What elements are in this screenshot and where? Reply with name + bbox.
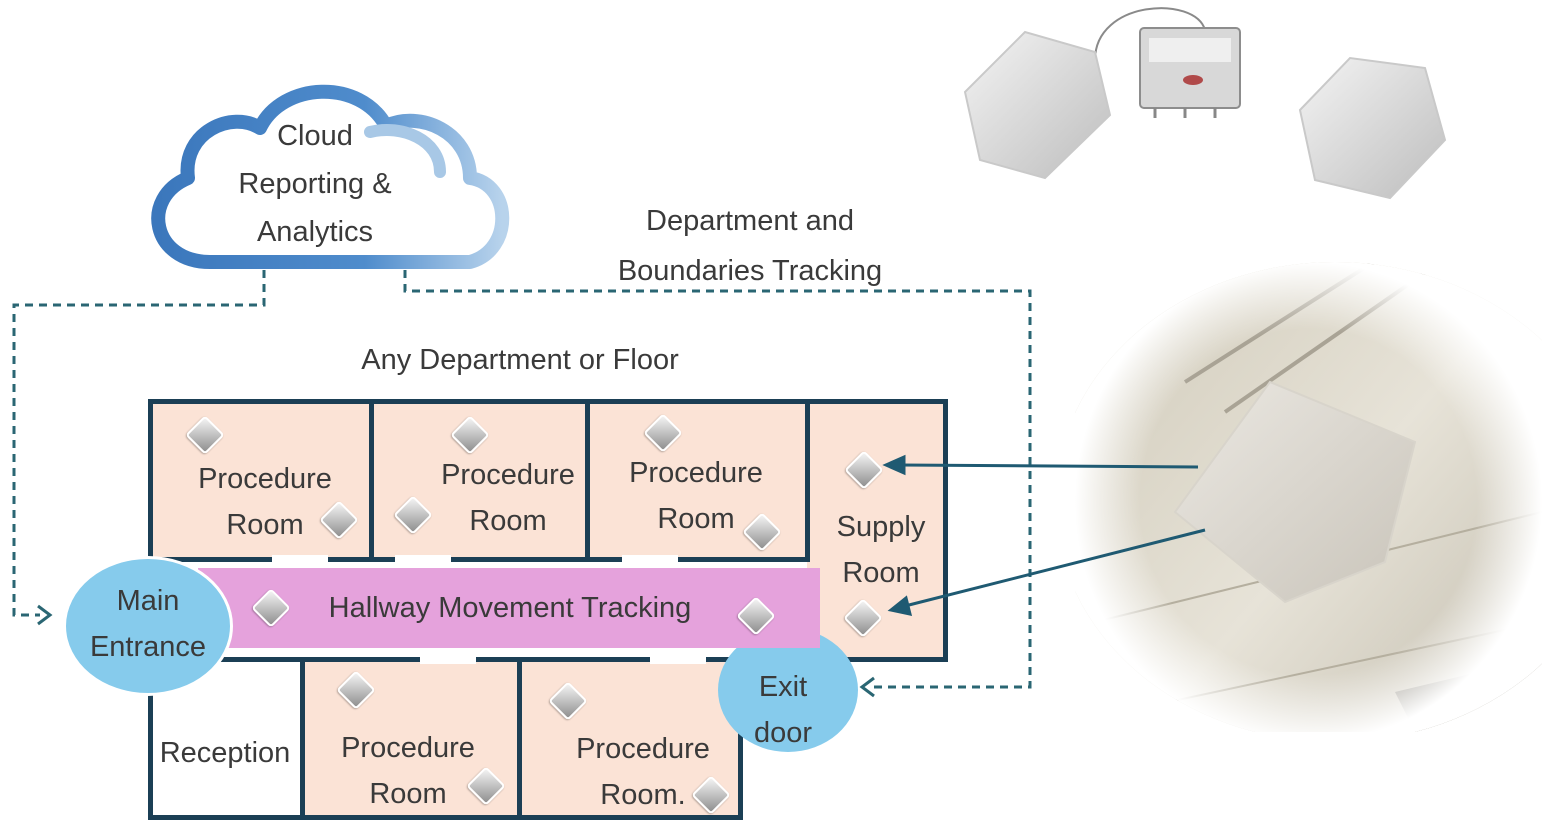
- arrowhead: [887, 595, 913, 616]
- room-label-line: Room: [226, 509, 304, 541]
- main-entrance-label: Main Entrance: [68, 578, 228, 670]
- wall: [148, 399, 153, 562]
- room-label-line: Procedure: [441, 459, 575, 491]
- room-label-line: Supply: [836, 511, 926, 543]
- room-label-bottom-1: Procedure Room: [318, 725, 498, 817]
- room-label-line: Procedure: [629, 457, 763, 489]
- wall: [148, 657, 153, 820]
- room-label-top-3: Procedure Room: [603, 450, 789, 542]
- wall: [369, 399, 374, 562]
- entrance-arrowhead: [37, 604, 53, 626]
- room-label-line: Procedure: [198, 463, 332, 495]
- wall: [585, 399, 590, 562]
- wall: [805, 399, 810, 562]
- wall: [943, 399, 948, 662]
- cloud-label: Cloud Reporting & Analytics: [180, 112, 450, 256]
- tracking-label-line2: Boundaries Tracking: [617, 255, 883, 287]
- room-label-line: Room: [842, 557, 920, 589]
- exit-arrowhead: [859, 676, 875, 698]
- wall: [148, 557, 810, 562]
- wall: [738, 657, 743, 820]
- room-label-reception: Reception: [159, 737, 291, 769]
- rfid-reader-photo: [945, 0, 1542, 235]
- cloud-label-line2: Reporting &: [238, 168, 392, 200]
- tracking-label-line1: Department and: [646, 205, 854, 237]
- wall: [300, 657, 305, 820]
- cloud-to-entrance-connector: [12, 270, 266, 617]
- room-label-line: Procedure: [576, 733, 710, 765]
- cloud-label-line1: Cloud: [277, 120, 353, 152]
- doorway: [420, 655, 476, 664]
- ceiling-antenna-photo: [1075, 262, 1542, 822]
- room-label-bottom-2: Procedure Room.: [550, 726, 736, 818]
- room-label-supply: Supply Room: [815, 504, 947, 596]
- doorway: [272, 555, 328, 564]
- room-label-top-1: Procedure Room: [170, 456, 360, 548]
- arrow-line: [904, 528, 1206, 608]
- room-label-top-2: Procedure Room: [418, 452, 598, 544]
- hallway: [198, 568, 820, 648]
- room-label-line: Room.: [600, 779, 686, 811]
- wall: [517, 657, 522, 820]
- arrow-line: [899, 463, 1199, 469]
- exit-door-line2: door: [753, 717, 813, 749]
- room-label-line: Room: [657, 503, 735, 535]
- tracking-label: Department and Boundaries Tracking: [560, 196, 940, 296]
- main-entrance: [63, 556, 233, 696]
- exit-door: [718, 628, 858, 752]
- room-label-line: Room: [469, 505, 547, 537]
- cloud-label-line3: Analytics: [256, 216, 374, 248]
- cloud-icon: [151, 84, 510, 269]
- hallway-label: Hallway Movement Tracking: [328, 592, 692, 624]
- doorway: [622, 555, 678, 564]
- cloud-to-exit-connector: [403, 270, 1032, 689]
- wall: [148, 815, 743, 820]
- main-entrance-line1: Main: [116, 585, 180, 617]
- wall: [805, 657, 948, 662]
- wall: [148, 399, 948, 404]
- room-label-line: Room: [369, 778, 447, 810]
- room-label-line: Procedure: [341, 732, 475, 764]
- floor-label: Any Department or Floor: [361, 344, 679, 376]
- exit-door-line1: Exit: [758, 671, 808, 703]
- doorway: [650, 655, 706, 664]
- doorway: [395, 555, 451, 564]
- main-entrance-line2: Entrance: [89, 631, 207, 663]
- arrowhead: [882, 454, 906, 476]
- exit-door-label: Exit door: [738, 664, 828, 756]
